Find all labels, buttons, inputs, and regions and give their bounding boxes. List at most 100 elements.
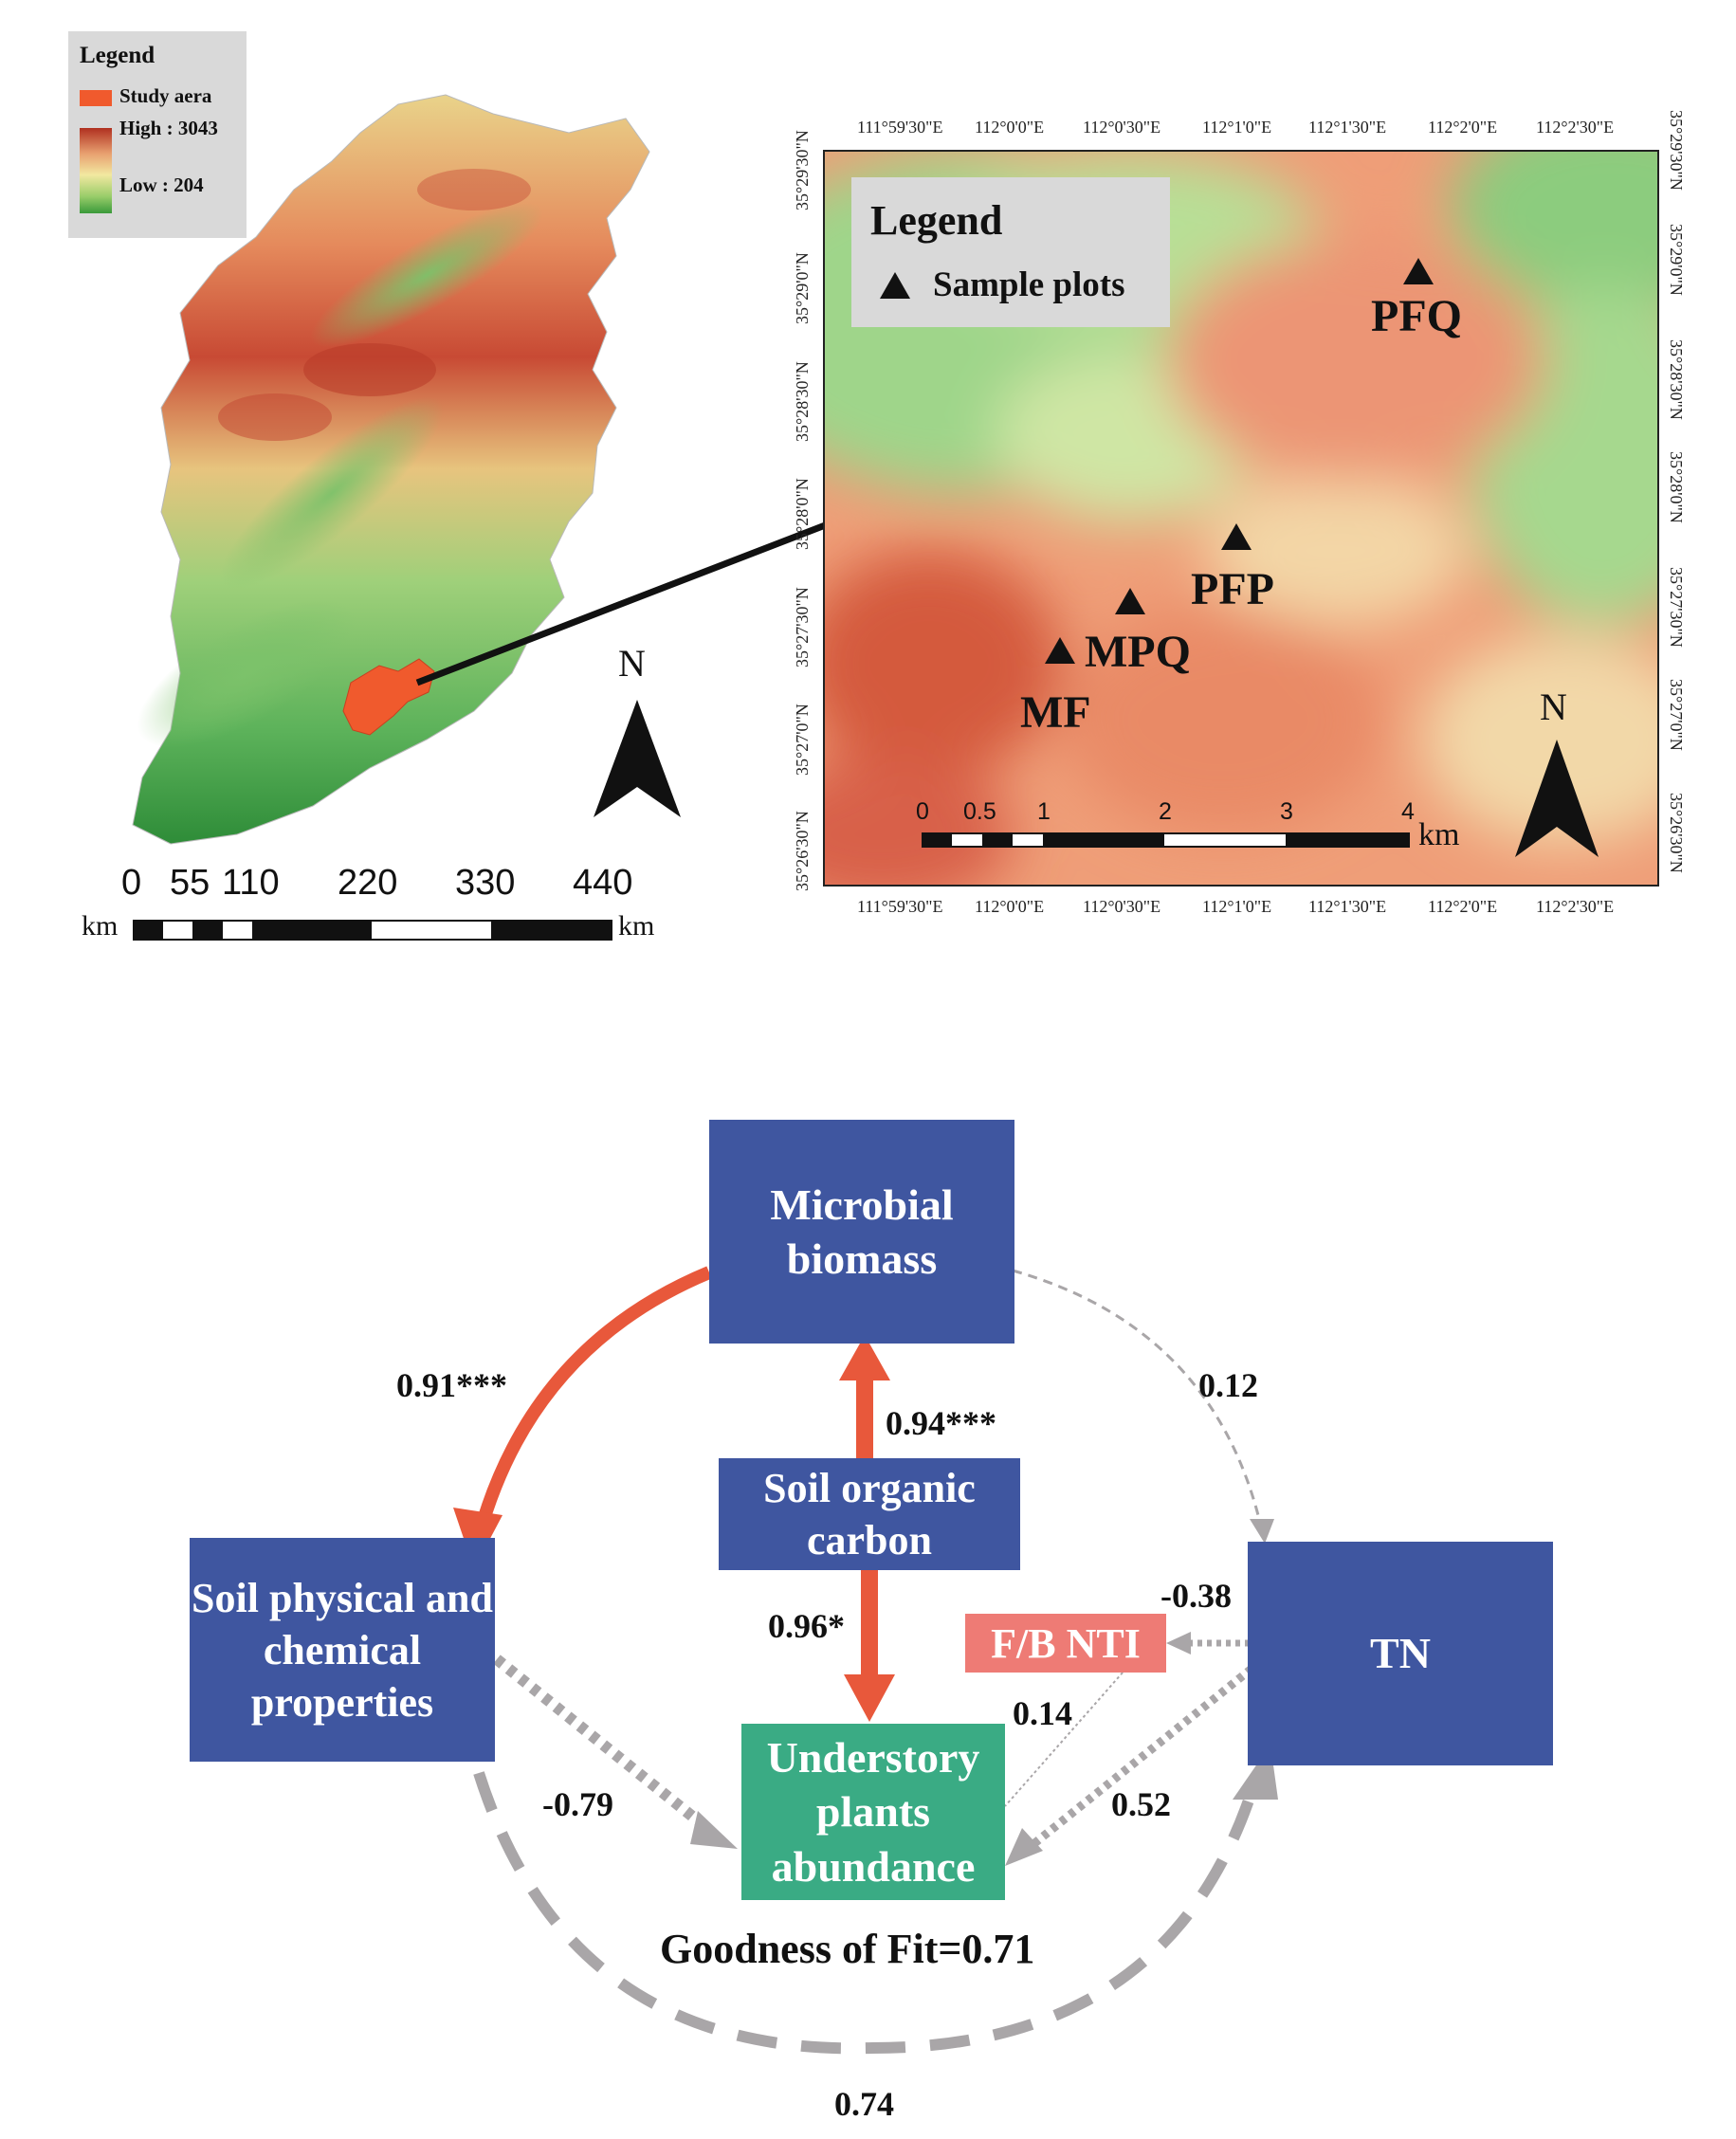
left-tick-3: 35°28'30"N bbox=[793, 361, 812, 442]
right-tick-1: 35°29'30"N bbox=[1667, 110, 1686, 191]
site-label-mf: MF bbox=[1020, 687, 1091, 738]
arrowhead-soc-to-mb bbox=[839, 1335, 890, 1380]
study-scale-tick-0: 0 bbox=[916, 798, 929, 825]
bottom-tick-3: 112°0'30"E bbox=[1083, 897, 1161, 916]
arrow-mb-to-soil bbox=[472, 1266, 712, 1538]
right-tick-2: 35°29'0"N bbox=[1667, 224, 1686, 296]
bottom-tick-7: 112°2'30"E bbox=[1536, 897, 1615, 916]
province-scale-tick-110: 110 bbox=[222, 863, 280, 903]
node-soil-properties: Soil physical and chemical properties bbox=[190, 1538, 495, 1762]
arrowhead-tn-to-fbnti bbox=[1166, 1632, 1191, 1655]
node-microbial-biomass-label: Microbial biomass bbox=[770, 1179, 954, 1284]
left-tick-5: 35°27'30"N bbox=[793, 587, 812, 667]
province-scale-tick-55: 55 bbox=[170, 863, 210, 903]
site-label-pfq: PFQ bbox=[1371, 291, 1462, 341]
province-scale-tick-440: 440 bbox=[573, 863, 633, 903]
coef-soil-to-tn: 0.74 bbox=[834, 2085, 894, 2123]
coef-mb-to-tn: 0.12 bbox=[1198, 1366, 1258, 1404]
path-diagram-arrows bbox=[453, 1266, 1278, 2055]
study-scale-tick-4: 4 bbox=[1401, 798, 1415, 825]
terrain-image bbox=[825, 152, 1657, 885]
node-fb-nti: F/B NTI bbox=[965, 1614, 1166, 1673]
study-north-arrow-icon bbox=[1515, 740, 1599, 857]
bottom-tick-4: 112°1'0"E bbox=[1202, 897, 1272, 916]
arrowhead-soil-to-understory bbox=[690, 1811, 738, 1849]
study-scale-bar bbox=[922, 832, 1410, 848]
left-tick-7: 35°26'30"N bbox=[793, 811, 812, 891]
province-scale-tick-0: 0 bbox=[121, 863, 142, 903]
sample-plot-label: Sample plots bbox=[933, 265, 1125, 304]
arrow-mb-to-tn bbox=[1012, 1269, 1263, 1527]
site-marker-mpq bbox=[1115, 588, 1145, 614]
node-understory-plants-label: Understory plants abundance bbox=[766, 1732, 980, 1891]
study-area-label: Study aera bbox=[119, 84, 212, 107]
study-scale-unit: km bbox=[1418, 817, 1460, 852]
coef-soil-to-understory: -0.79 bbox=[542, 1785, 613, 1823]
node-tn: TN bbox=[1248, 1542, 1553, 1765]
site-legend: Legend Sample plots bbox=[851, 177, 1170, 327]
study-area-swatch bbox=[80, 90, 112, 106]
right-tick-3: 35°28'30"N bbox=[1667, 339, 1686, 420]
site-marker-mf bbox=[1045, 637, 1075, 664]
site-marker-pfq bbox=[1403, 258, 1434, 284]
province-scale-tick-330: 330 bbox=[455, 863, 516, 903]
province-north-arrow-icon bbox=[594, 700, 681, 817]
site-marker-pfp bbox=[1221, 523, 1252, 550]
study-area-map bbox=[823, 150, 1659, 887]
left-tick-2: 35°29'0"N bbox=[793, 252, 812, 324]
province-scale-tick-220: 220 bbox=[338, 863, 398, 903]
province-north-label: N bbox=[618, 642, 646, 685]
elevation-low-label: Low : 204 bbox=[119, 174, 204, 196]
study-scale-tick-0-5: 0.5 bbox=[963, 798, 996, 825]
coef-tn-to-understory: 0.52 bbox=[1111, 1785, 1171, 1823]
study-area-shape bbox=[342, 658, 435, 736]
right-tick-6: 35°27'0"N bbox=[1667, 679, 1686, 751]
right-tick-4: 35°28'0"N bbox=[1667, 451, 1686, 523]
province-scale-unit-left: km bbox=[82, 910, 119, 942]
province-legend-title: Legend bbox=[80, 43, 155, 68]
site-label-mpq: MPQ bbox=[1085, 627, 1191, 677]
node-soil-organic-carbon-label: Soil organic carbon bbox=[763, 1465, 976, 1563]
arrow-soil-to-tn bbox=[473, 1771, 1257, 2055]
sample-plot-triangle-icon bbox=[880, 272, 910, 299]
study-scale-tick-3: 3 bbox=[1280, 798, 1293, 825]
top-tick-5: 112°1'30"E bbox=[1308, 118, 1387, 137]
coef-fbnti-to-understory: 0.14 bbox=[1013, 1694, 1072, 1732]
left-tick-1: 35°29'30"N bbox=[793, 130, 812, 210]
coef-soc-to-understory: 0.96* bbox=[768, 1607, 845, 1645]
top-tick-1: 111°59'30"E bbox=[857, 118, 943, 137]
goodness-of-fit: Goodness of Fit=0.71 bbox=[660, 1926, 1035, 1972]
bottom-tick-5: 112°1'30"E bbox=[1308, 897, 1387, 916]
province-legend: Legend Study aera High : 3043 Low : 204 bbox=[68, 31, 247, 238]
province-map bbox=[132, 94, 650, 845]
bottom-tick-2: 112°0'0"E bbox=[975, 897, 1045, 916]
top-tick-6: 112°2'0"E bbox=[1428, 118, 1498, 137]
arrowhead-tn-to-understory bbox=[1005, 1828, 1043, 1866]
bottom-tick-6: 112°2'0"E bbox=[1428, 897, 1498, 916]
study-north-label: N bbox=[1540, 686, 1567, 728]
node-understory-plants: Understory plants abundance bbox=[741, 1724, 1005, 1900]
node-microbial-biomass: Microbial biomass bbox=[709, 1120, 1014, 1344]
node-fb-nti-label: F/B NTI bbox=[991, 1619, 1141, 1667]
top-tick-4: 112°1'0"E bbox=[1202, 118, 1272, 137]
study-scale-tick-2: 2 bbox=[1159, 798, 1172, 825]
top-tick-2: 112°0'0"E bbox=[975, 118, 1045, 137]
arrowhead-mb-to-tn bbox=[1250, 1519, 1274, 1544]
bottom-tick-1: 111°59'30"E bbox=[857, 897, 943, 916]
province-scale-bar bbox=[133, 920, 612, 941]
study-scale-tick-1: 1 bbox=[1037, 798, 1051, 825]
site-legend-title: Legend bbox=[870, 197, 1003, 244]
left-tick-6: 35°27'0"N bbox=[793, 704, 812, 776]
elevation-ramp bbox=[80, 128, 112, 213]
province-scale-unit-right: km bbox=[618, 910, 655, 942]
top-tick-7: 112°2'30"E bbox=[1536, 118, 1615, 137]
arrowhead-soc-to-understory bbox=[844, 1674, 895, 1722]
coef-soc-to-mb: 0.94*** bbox=[886, 1404, 996, 1442]
arrow-tn-to-understory bbox=[1031, 1665, 1254, 1848]
node-tn-label: TN bbox=[1370, 1629, 1431, 1678]
right-tick-7: 35°26'30"N bbox=[1667, 793, 1686, 873]
left-tick-4: 35°28'0"N bbox=[793, 478, 812, 550]
coef-mb-to-soil: 0.91*** bbox=[396, 1366, 507, 1404]
site-label-pfp: PFP bbox=[1191, 564, 1274, 614]
elevation-high-label: High : 3043 bbox=[119, 117, 218, 139]
